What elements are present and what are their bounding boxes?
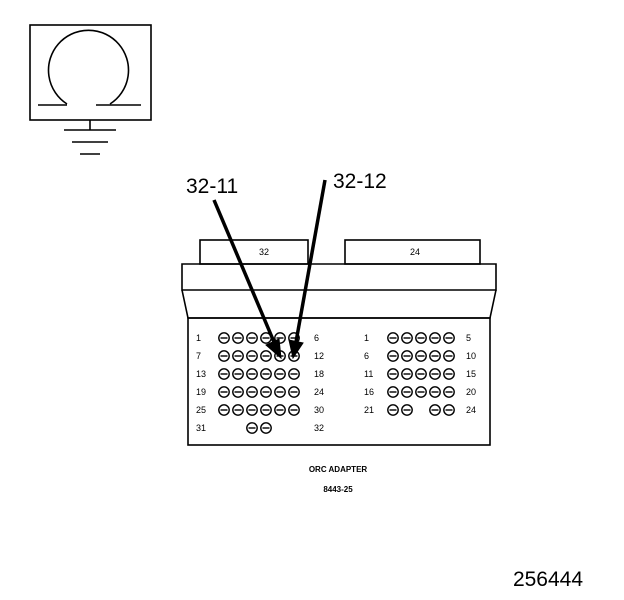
left-row-end-label: 24 — [314, 387, 324, 397]
callout-arrow-left — [212, 199, 282, 360]
left-row-end-label: 6 — [314, 333, 319, 343]
left-connector-pins: 1 6 7 12 13 18 19 24 25 30 31 32 — [196, 332, 324, 434]
right-row-end-label: 10 — [466, 351, 476, 361]
left-row-start-label: 25 — [196, 405, 206, 415]
figure-id: 256444 — [513, 568, 583, 591]
right-row-start-label: 16 — [364, 387, 374, 397]
callout-arrow-right — [288, 179, 327, 360]
left-row-end-label: 18 — [314, 369, 324, 379]
right-row-start-label: 6 — [364, 351, 369, 361]
right-row-end-label: 20 — [466, 387, 476, 397]
left-row-end-label: 12 — [314, 351, 324, 361]
left-row-start-label: 31 — [196, 423, 206, 433]
callout-label-left: 32-11 — [186, 175, 238, 198]
callout-label-right: 32-12 — [333, 170, 387, 193]
left-row-end-label: 30 — [314, 405, 324, 415]
left-row-start-label: 13 — [196, 369, 206, 379]
left-row-start-label: 1 — [196, 333, 201, 343]
left-row-start-label: 7 — [196, 351, 201, 361]
right-row-start-label: 21 — [364, 405, 374, 415]
left-row-start-label: 19 — [196, 387, 206, 397]
right-row-end-label: 15 — [466, 369, 476, 379]
left-row-end-label: 32 — [314, 423, 324, 433]
adapter-part-number: 8443-25 — [323, 485, 353, 494]
left-header-label: 32 — [259, 247, 269, 257]
ground-symbol-icon — [29, 24, 152, 155]
right-row-end-label: 5 — [466, 333, 471, 343]
adapter-title: ORC ADAPTER — [309, 465, 368, 474]
adapter-body — [181, 239, 497, 446]
right-row-start-label: 1 — [364, 333, 369, 343]
right-header-label: 24 — [410, 247, 420, 257]
right-row-start-label: 11 — [364, 369, 373, 379]
right-row-end-label: 24 — [466, 405, 476, 415]
